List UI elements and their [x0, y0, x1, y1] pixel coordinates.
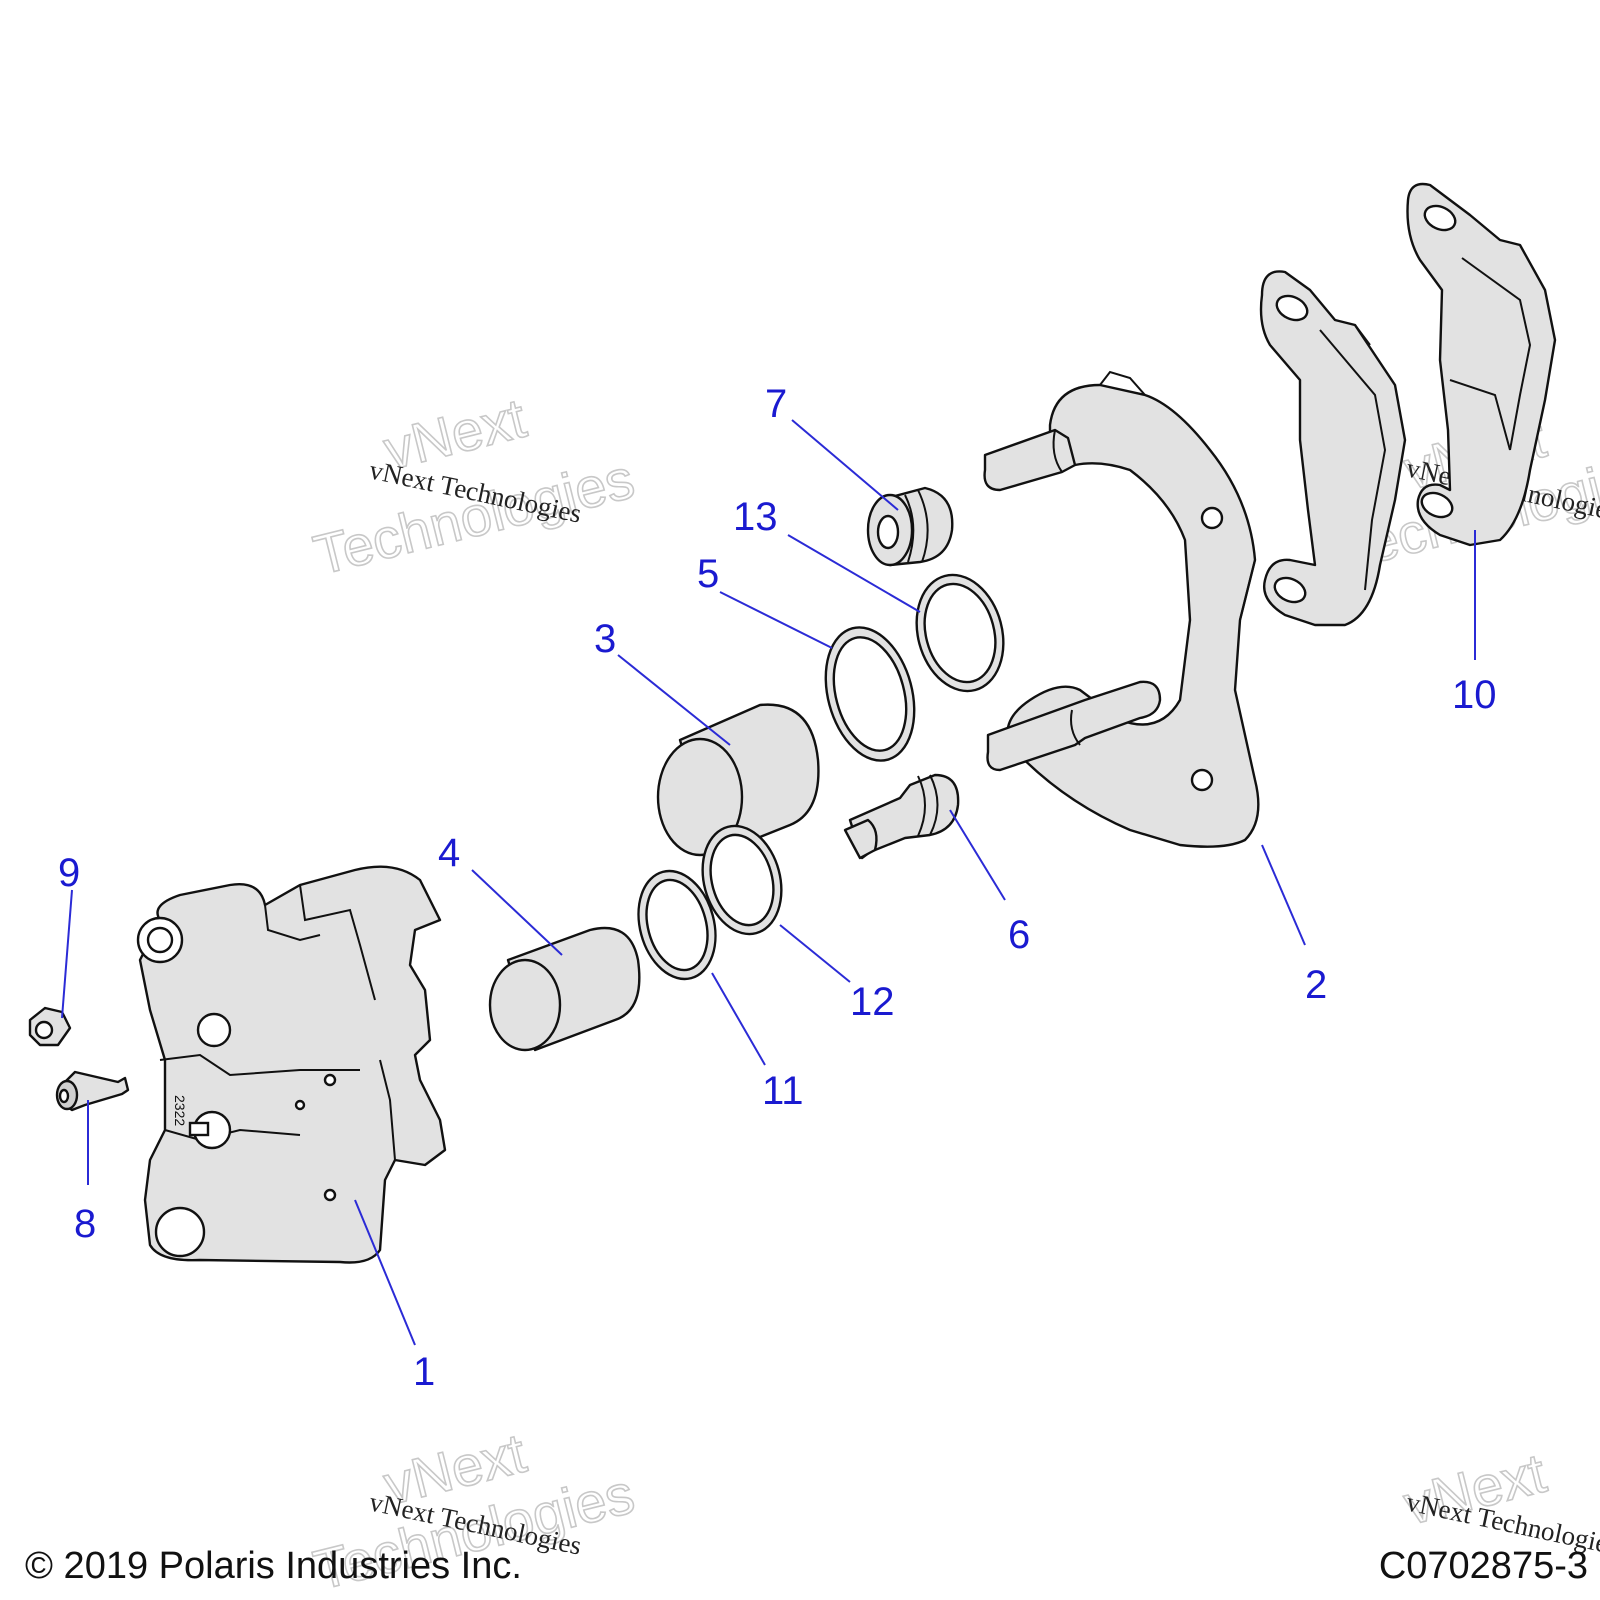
leader-5 [719, 591, 833, 649]
callout-4: 4 [438, 831, 460, 875]
leader-9 [61, 889, 73, 1019]
callout-6: 6 [1008, 913, 1030, 957]
seal-ring-11 [637, 869, 717, 981]
watermark-top-left: vNext Technologies vNext Technologies [307, 385, 641, 587]
callout-11: 11 [762, 1069, 804, 1113]
leader-1 [354, 1199, 416, 1346]
callout-2: 2 [1305, 963, 1327, 1007]
callout-3: 3 [594, 617, 616, 661]
bleeder-cap [28, 1006, 72, 1047]
seal-ring-13 [915, 573, 1005, 693]
guide-pin [843, 773, 960, 860]
leader-lines [61, 419, 1476, 1346]
brake-pad-front [1259, 270, 1407, 627]
leader-7 [791, 419, 899, 511]
leader-11 [711, 972, 766, 1066]
leader-13 [787, 534, 921, 613]
piston-small [488, 926, 641, 1052]
callout-8: 8 [74, 1202, 96, 1246]
callout-12: 12 [850, 980, 895, 1024]
piston-large [656, 703, 820, 857]
callout-13: 13 [733, 495, 778, 539]
brake-pad-rear [1406, 182, 1557, 547]
seal-ring-5 [824, 626, 916, 762]
watermark-word-text: Technologies [308, 446, 640, 586]
callout-1: 1 [413, 1350, 435, 1394]
leader-12 [779, 924, 851, 983]
callout-9: 9 [58, 851, 80, 895]
copyright-text: © 2019 Polaris Industries Inc. [25, 1545, 522, 1587]
callout-7: 7 [765, 382, 787, 426]
callout-5: 5 [697, 552, 719, 596]
leader-2 [1261, 844, 1306, 946]
leader-3 [617, 654, 731, 746]
leader-4 [471, 869, 563, 956]
bleeder-screw [55, 1070, 130, 1112]
seal-ring-12 [701, 824, 783, 936]
body-stamp-text: 2322 [172, 1095, 188, 1126]
figure-code-text: C0702875-3 [1379, 1545, 1588, 1587]
callout-10: 10 [1452, 673, 1497, 717]
caliper-bracket [983, 370, 1260, 848]
caliper-body: 2322 [136, 865, 447, 1264]
pin-boot [866, 486, 954, 567]
leader-6 [949, 809, 1006, 901]
callout-labels: 1 2 3 4 5 6 7 8 9 10 11 12 13 [58, 382, 1497, 1394]
watermark-bottom-right: vNext vNext Technologies [1397, 1440, 1600, 1561]
